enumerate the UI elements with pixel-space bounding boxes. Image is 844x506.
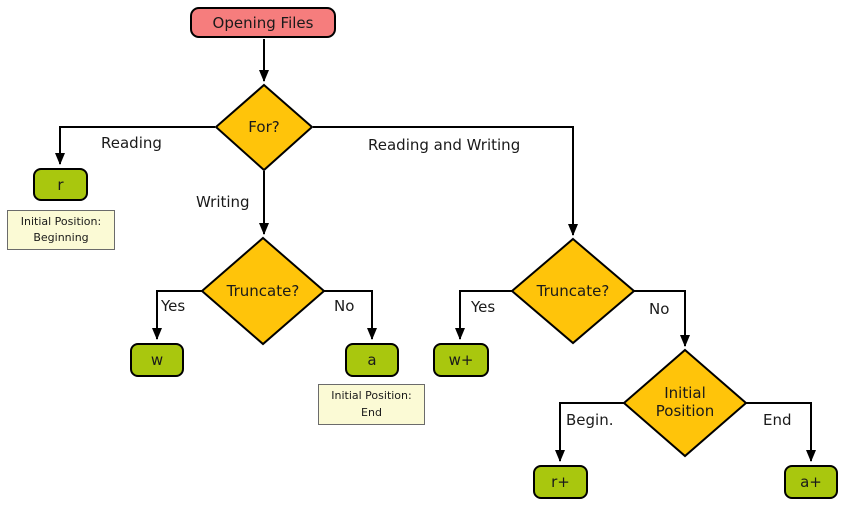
mode-node-w: w [130,343,184,377]
edge-label-writing: Writing [196,193,250,211]
edge-truncate-right-no [633,290,690,347]
edge-label-yes-right: Yes [471,298,496,316]
edge-label-reading-and-writing: Reading and Writing [368,136,521,154]
decision-for-label: For? [248,118,280,136]
edge-initial-end [745,402,816,462]
note-line: End [361,405,382,419]
edge-label-no-right: No [649,300,670,318]
note-line: Initial Position: [331,389,412,402]
edge-truncate-mid-yes [152,290,203,340]
decision-initial-position-label: Initial Position [655,384,715,420]
mode-node-a-plus: a+ [784,465,838,499]
edge-label-no-mid: No [334,297,355,315]
edge-label-begin: Begin. [566,411,614,429]
decision-initial-position-shape [622,348,748,458]
decision-truncate-right-label: Truncate? [536,282,610,300]
edge-label-yes-mid: Yes [161,297,186,315]
edge-reading-and-writing [313,126,578,236]
note-initial-position-beginning: Initial Position: Beginning [7,210,115,250]
mode-node-a: a [345,343,399,377]
note-initial-position-end: Initial Position: End [318,384,425,425]
edge-truncate-right-yes [455,290,513,340]
note-line: Initial Position: [20,214,102,228]
decision-for-shape [214,83,314,172]
note-line: Beginning [33,231,89,244]
decision-truncate-mid-shape [200,236,326,346]
mode-node-w-plus: w+ [433,343,489,377]
edge-reading [55,126,215,165]
decision-truncate-mid-label: Truncate? [226,282,300,300]
mode-node-r-plus: r+ [533,465,588,499]
start-node-opening-files: Opening Files [190,7,336,38]
edge-truncate-mid-no [324,290,377,340]
edge-label-reading: Reading [101,134,162,152]
edge-initial-begin [555,402,625,462]
edge-label-end: End [763,411,792,429]
mode-node-r: r [33,168,88,201]
decision-truncate-right-shape [510,237,636,345]
